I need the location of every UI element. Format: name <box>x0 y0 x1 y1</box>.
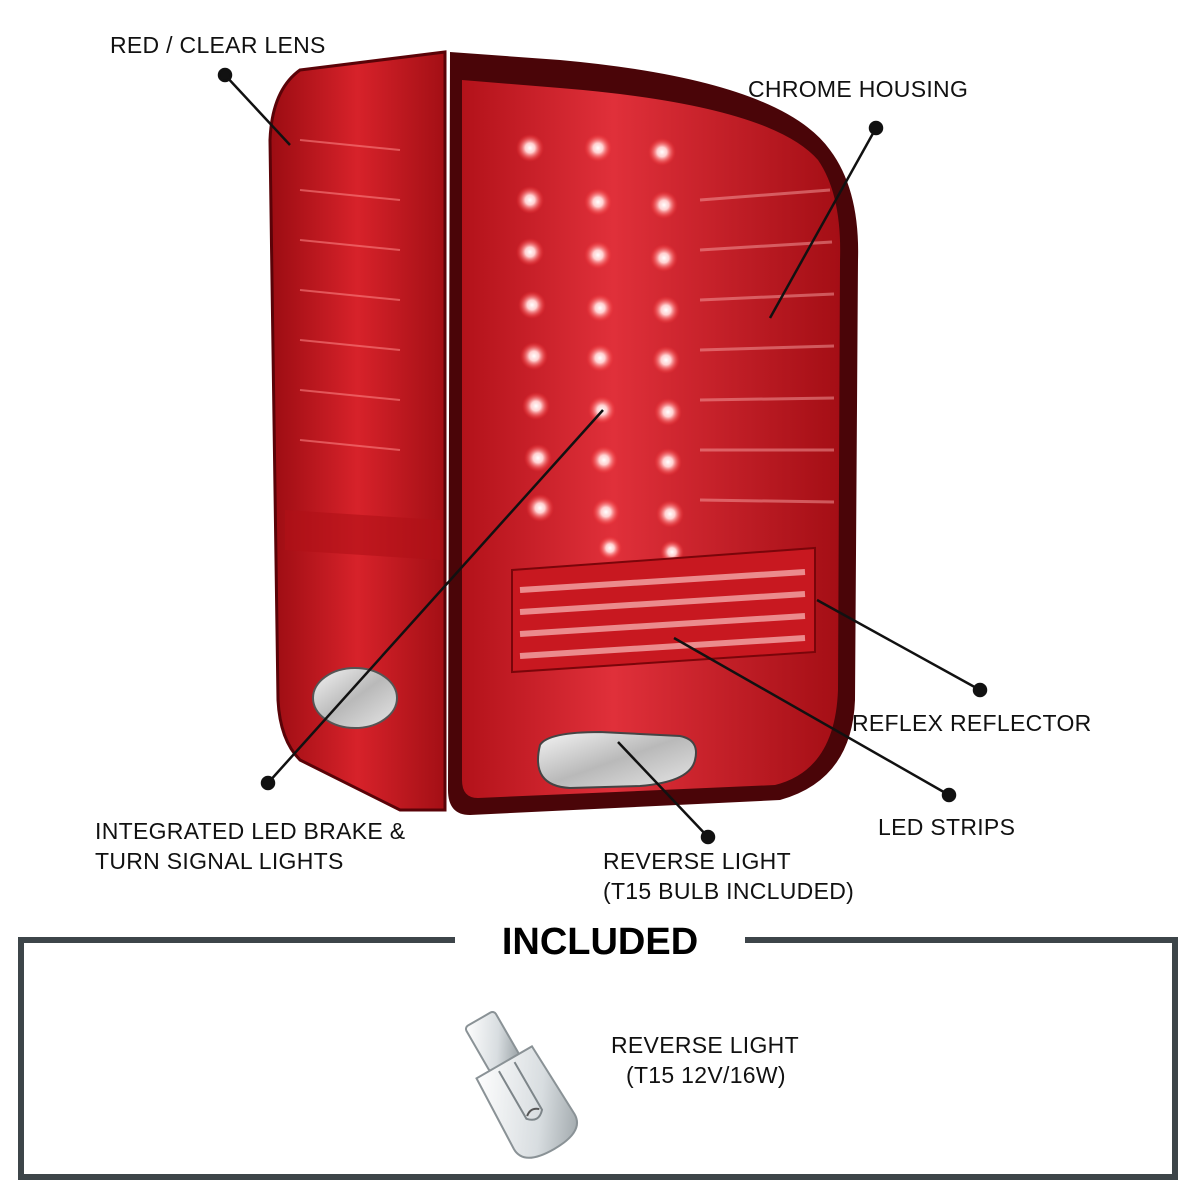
callout-integrated-led-line2: TURN SIGNAL LIGHTS <box>95 848 344 874</box>
t15-bulb-icon <box>464 1011 579 1159</box>
callout-integrated-led-line1: INTEGRATED LED BRAKE & <box>95 818 406 844</box>
included-item-line1: REVERSE LIGHT <box>611 1032 799 1058</box>
right-tail-light <box>448 52 859 815</box>
callout-reverse-light-line2: (T15 BULB INCLUDED) <box>603 878 855 904</box>
left-tail-light <box>268 50 447 812</box>
callout-led-strips: LED STRIPS <box>878 814 1016 840</box>
included-item-line2: (T15 12V/16W) <box>626 1062 786 1088</box>
led-strip-bars <box>511 546 816 674</box>
led-array <box>516 134 684 564</box>
callout-reverse-light-line1: REVERSE LIGHT <box>603 848 791 874</box>
callout-red-clear-lens: RED / CLEAR LENS <box>110 32 326 58</box>
callout-reflex-reflector: REFLEX REFLECTOR <box>852 710 1092 736</box>
included-title: INCLUDED <box>455 917 745 967</box>
callout-chrome-housing: CHROME HOUSING <box>748 76 969 102</box>
